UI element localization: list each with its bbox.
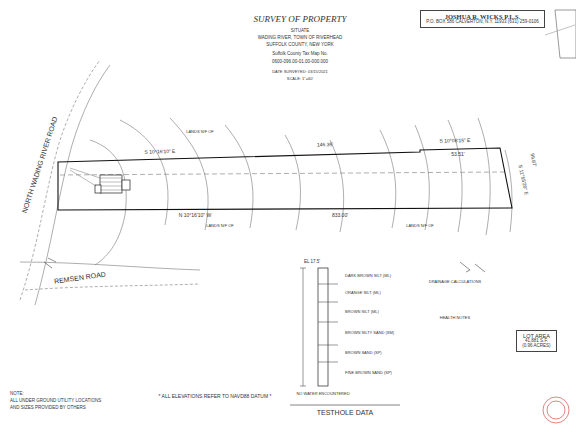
bearing: N 10°16'10" W (179, 213, 212, 219)
note: * ALL ELEVATIONS REFER TO NAVD88 DATUM * (159, 394, 272, 400)
subtitle: SUFFOLK COUNTY, NEW YORK (266, 43, 333, 48)
bearing: S 10°16'10" E (144, 149, 175, 155)
subtitle: 0600-096.00-01.00-000.000 (272, 60, 328, 65)
subtitle: WADING RIVER, TOWN OF RIVERHEAD (258, 36, 342, 41)
note: NOTE: (10, 392, 24, 397)
subtitle: DATE SURVEYED: 03/15/2021 (272, 70, 328, 74)
road-name: NORTH WADING RIVER ROAD (21, 116, 59, 214)
block-text: P.O. BOX 586 CALVERTON, N.Y. 11933 (631)… (425, 20, 540, 25)
subtitle: Suffolk County Tax Map No. (272, 52, 328, 57)
lot-area-box: LOT AREA41,881 S.F.(0.96 ACRES) (516, 330, 557, 352)
distance: 146.35' (317, 142, 333, 148)
adjoiner-label: LANDS N/F OF (206, 224, 234, 228)
note: ALL UNDER GROUND UTILITY LOCATIONS (10, 399, 101, 404)
bearing: S 11°55'20" E (517, 165, 529, 196)
soil-layer: ORANGE SILT (ML) (345, 291, 381, 295)
road-name: REMSEN ROAD (54, 271, 107, 286)
soil-layer: BROWN SAND (SP) (345, 351, 382, 355)
adjoiner-label: LANDS N/F OF (186, 130, 214, 134)
block-heading: JOSHUA R. WICKS P.L.S. (425, 13, 540, 20)
bearing: S 10°08'15" E (440, 138, 471, 144)
soil-layer: BROWN SILT (ML) (345, 310, 379, 314)
survey-title: SURVEY OF PROPERTY (254, 15, 347, 25)
distance: 53.51' (451, 152, 464, 158)
subtitle: SITUATE (291, 29, 310, 34)
surveyor-block: JOSHUA R. WICKS P.L.S.P.O. BOX 586 CALVE… (420, 10, 545, 28)
note: NO WATER ENCOUNTERED (296, 392, 349, 396)
soil-layer: BROWN SILTY SAND (SM) (345, 331, 394, 335)
note: AND SIZES PROVIDED BY OTHERS (10, 406, 86, 411)
subtitle: SCALE: 1"=60' (287, 77, 314, 81)
block-text: (0.96 ACRES) (521, 344, 552, 349)
note-heading: DRAINAGE CALCULATIONS (429, 280, 481, 284)
adjoiner-label: LANDS N/F OF (406, 224, 434, 228)
soil-layer: FINE BROWN SAND (SP) (345, 371, 392, 375)
distance: 833.00' (332, 213, 348, 219)
soil-layer: DARK BROWN SILT (ML) (345, 274, 391, 278)
distance: 99.87' (529, 153, 537, 167)
elevation: EL 17.5' (304, 260, 320, 265)
note-heading: HEALTH NOTES (440, 316, 470, 320)
table-title: TESTHOLE DATA (317, 409, 374, 417)
